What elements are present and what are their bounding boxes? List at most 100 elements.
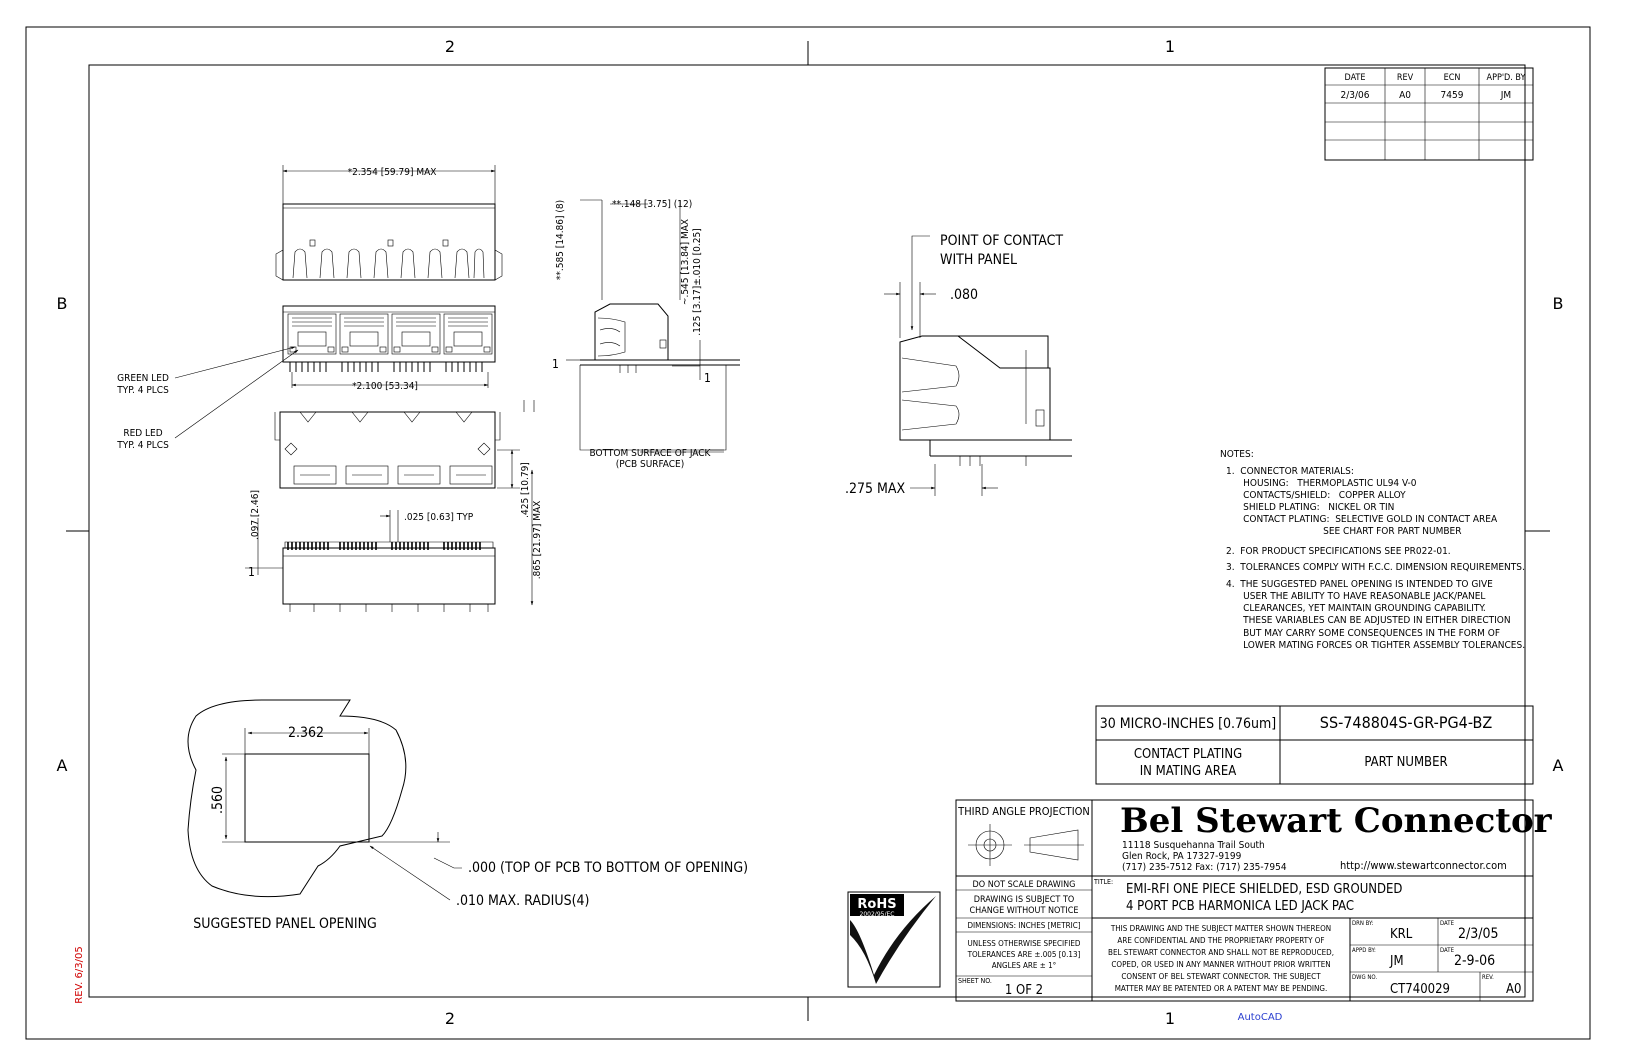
dim-panel-height: .560 (210, 786, 226, 814)
zone-right-bottom: A (1553, 756, 1564, 775)
datum-side-right: 1 (704, 371, 711, 385)
tb-dwg-value: CT740029 (1390, 982, 1450, 997)
drawing-border (25, 26, 1591, 1040)
tb-conf-line: ARE CONFIDENTIAL AND THE PROPRIETARY PRO… (1117, 936, 1324, 945)
zone-right-top: B (1553, 294, 1564, 313)
plating-label-2: IN MATING AREA (1140, 764, 1237, 779)
tb-date2-label: DATE (1440, 947, 1455, 954)
rev-header-date: DATE (1345, 73, 1366, 83)
note-line: 3. TOLERANCES COMPLY WITH F.C.C. DIMENSI… (1226, 562, 1525, 573)
tb-website: http://www.stewartconnector.com (1340, 859, 1507, 872)
notes-heading: NOTES: (1220, 449, 1254, 460)
tb-tol-2: TOLERANCES ARE ±.005 [0.13] (967, 950, 1081, 959)
tb-subject-1: DRAWING IS SUBJECT TO (974, 895, 1075, 905)
rev-header-appd: APP'D. BY (1487, 73, 1526, 83)
dim-height-585: **.585 [14.86] (8) (555, 200, 566, 280)
side-profile-connector: 1 1 (552, 199, 740, 453)
tb-conf-line: MATTER MAY BE PATENTED OR A PATENT MAY B… (1115, 984, 1328, 993)
tb-subject-2: CHANGE WITHOUT NOTICE (969, 906, 1078, 916)
rohs-directive: 2002/95/EC (860, 911, 895, 918)
plating-label-1: CONTACT PLATING (1134, 747, 1242, 762)
panel-contact-view (884, 235, 1072, 496)
label-green-led: GREEN LED (117, 373, 169, 384)
tb-rev-value: A0 (1506, 982, 1521, 997)
note-line: LOWER MATING FORCES OR TIGHTER ASSEMBLY … (1226, 640, 1525, 651)
revision-table (1324, 67, 1534, 161)
note-line: 4. THE SUGGESTED PANEL OPENING IS INTEND… (1226, 579, 1493, 590)
dim-tab-148: **.148 [3.75] (12) (612, 199, 692, 210)
label-point-contact-1: POINT OF CONTACT (940, 233, 1063, 249)
note-line: SEE CHART FOR PART NUMBER (1226, 526, 1462, 537)
tb-address-1: 11118 Susquehanna Trail South (1122, 840, 1265, 851)
label-pcb-surface: (PCB SURFACE) (616, 459, 685, 470)
note-line: SHIELD PLATING: NICKEL OR TIN (1226, 502, 1394, 513)
dim-tol-125: .125 [3.17]±.010 [0.25] (692, 228, 703, 335)
tb-drn-value: KRL (1390, 927, 1413, 942)
notes-lines: 1. CONNECTOR MATERIALS: HOUSING: THERMOP… (1226, 466, 1525, 651)
rev-row-appd: JM (1500, 90, 1511, 101)
note-line: 1. CONNECTOR MATERIALS: (1226, 466, 1354, 477)
rev-header-ecn: ECN (1444, 73, 1461, 83)
part-number: SS-748804S-GR-PG4-BZ (1320, 713, 1493, 732)
label-red-led: RED LED (123, 428, 162, 439)
zone-left-top: B (57, 294, 68, 313)
panel-opening-view (187, 699, 462, 901)
tb-date-label: DATE (1440, 920, 1455, 927)
tb-conf-line: BEL STEWART CONNECTOR AND SHALL NOT BE R… (1108, 948, 1334, 957)
tb-title-1: EMI-RFI ONE PIECE SHIELDED, ESD GROUNDED (1126, 882, 1402, 897)
dim-panel-000: .000 (TOP OF PCB TO BOTTOM OF OPENING) (468, 860, 748, 876)
dim-height-545: ~.545 [13.84] MAX (680, 219, 691, 305)
label-bottom-surface: BOTTOM SURFACE OF JACK (590, 448, 712, 459)
tb-conf-line: THIS DRAWING AND THE SUBJECT MATTER SHOW… (1110, 924, 1331, 933)
dim-depth-865: .865 [21.97] MAX (532, 501, 543, 580)
tb-sheet-value: 1 OF 2 (1005, 983, 1043, 998)
rev-row-date: 2/3/06 (1341, 90, 1370, 101)
part-number-label: PART NUMBER (1364, 755, 1447, 770)
zone-top-right: 1 (1165, 37, 1175, 56)
dim-pitch: *2.100 [53.34] (352, 381, 418, 392)
dim-depth-425: .425 [10.79] (520, 462, 531, 518)
label-green-led-qty: TYP. 4 PLCS (116, 385, 169, 396)
dim-panel-radius: .010 MAX. RADIUS(4) (456, 893, 589, 909)
note-line: CONTACTS/SHIELD: COPPER ALLOY (1226, 490, 1406, 501)
rev-row-rev: A0 (1399, 90, 1411, 101)
tb-appd-label: APPD BY: (1352, 947, 1376, 954)
rev-row-ecn: 7459 (1441, 90, 1464, 101)
side-view-pins: 1 (245, 510, 496, 612)
label-red-led-qty: TYP. 4 PLCS (116, 440, 169, 451)
tb-title-2: 4 PORT PCB HARMONICA LED JACK PAC (1126, 899, 1354, 914)
note-line: USER THE ABILITY TO HAVE REASONABLE JACK… (1226, 591, 1485, 602)
tb-conf-line: COPED, OR USED IN ANY MANNER WITHOUT PRI… (1111, 960, 1330, 969)
rohs-logo (847, 891, 941, 988)
datum-side: 1 (552, 357, 559, 371)
tb-sheet-label: SHEET NO. (958, 977, 992, 985)
dim-panel-width: 2.362 (288, 725, 324, 741)
title-block (955, 799, 1534, 1002)
tb-tol-3: ANGLES ARE ± 1° (992, 961, 1057, 970)
tb-projection: THIRD ANGLE PROJECTION (957, 805, 1090, 818)
note-line: THESE VARIABLES CAN BE ADJUSTED IN EITHE… (1226, 615, 1511, 626)
label-suggested-panel: SUGGESTED PANEL OPENING (193, 916, 377, 932)
note-line: HOUSING: THERMOPLASTIC UL94 V-0 (1226, 478, 1417, 489)
zone-bottom-left: 2 (445, 1009, 455, 1028)
tb-address-2: Glen Rock, PA 17327-9199 (1122, 851, 1242, 862)
rohs-text: RoHS (857, 897, 896, 912)
bottom-view-connector (274, 400, 535, 489)
dim-gap-080: .080 (950, 287, 978, 303)
tb-dims-units: DIMENSIONS: INCHES [METRIC] (967, 921, 1080, 930)
top-view-connector (275, 165, 503, 281)
datum-left: 1 (248, 565, 255, 579)
dim-offset-097: .097 [2.46] (250, 490, 261, 540)
plating-table (1095, 705, 1534, 785)
tb-dwg-label: DWG NO. (1352, 974, 1377, 981)
tb-conf-line: CONSENT OF BEL STEWART CONNECTOR. THE SU… (1121, 972, 1321, 981)
tb-rev-label: REV. (1482, 974, 1494, 981)
tb-drn-label: DRN BY: (1352, 920, 1374, 927)
led-leaders (174, 346, 299, 439)
tb-no-scale: DO NOT SCALE DRAWING (973, 880, 1076, 890)
rev-header-rev: REV (1397, 73, 1414, 83)
dim-width-max: *2.354 [59.79] MAX (348, 167, 437, 178)
tb-appd-value: JM (1389, 954, 1404, 969)
dim-pin-pitch: .025 [0.63] TYP (404, 512, 474, 523)
zone-bottom-right: 1 (1165, 1009, 1175, 1028)
